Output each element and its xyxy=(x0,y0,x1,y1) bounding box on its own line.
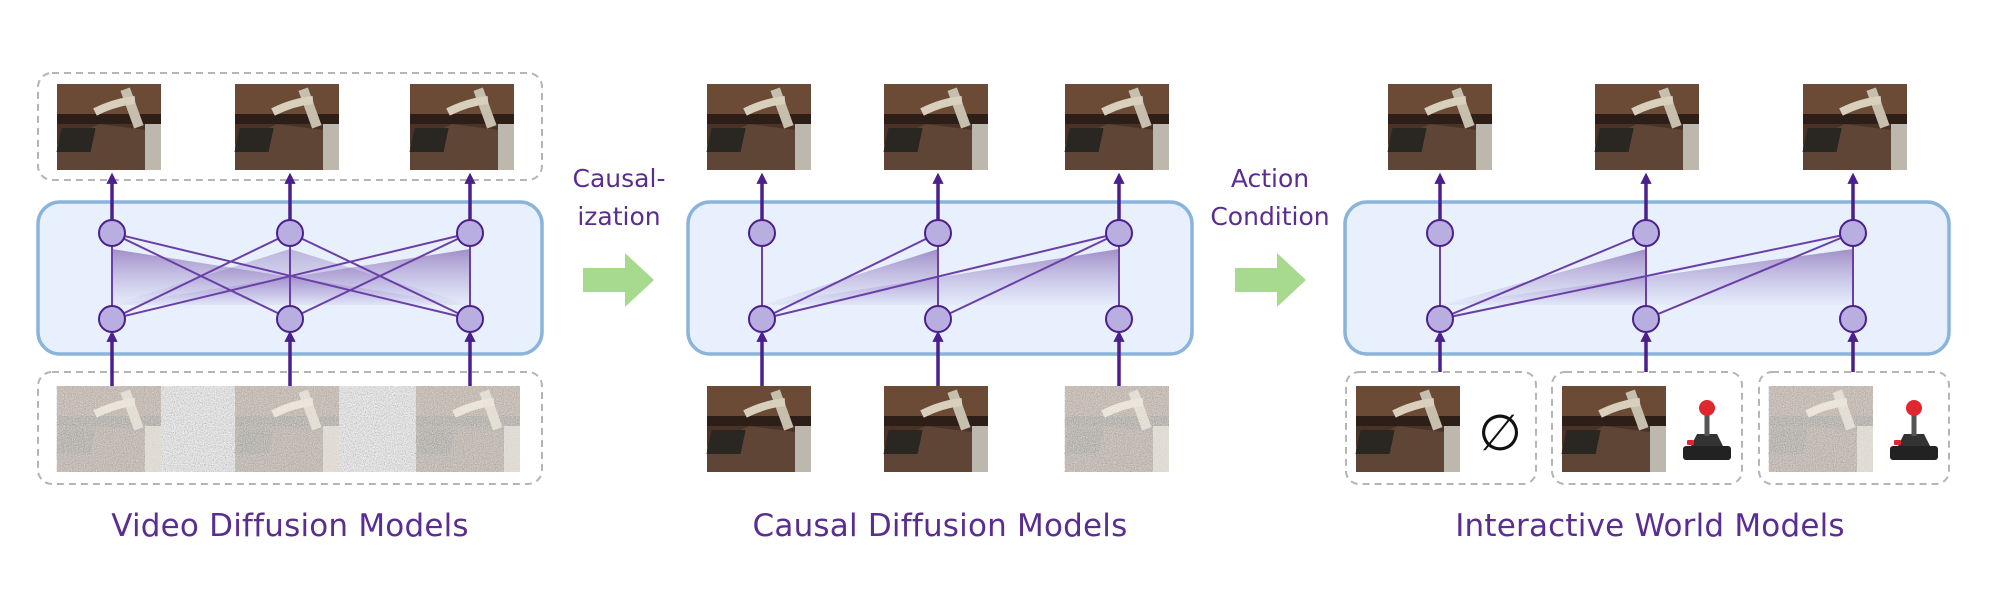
input-node xyxy=(924,305,952,333)
output-frame-3 xyxy=(1803,84,1907,170)
transition-arrow xyxy=(583,253,654,307)
input-node xyxy=(456,305,484,333)
input-node xyxy=(1426,305,1454,333)
input-node xyxy=(1839,305,1867,333)
input-node xyxy=(1632,305,1660,333)
output-node xyxy=(276,219,304,247)
output-frame-2 xyxy=(1595,84,1699,170)
joystick-icon xyxy=(1890,400,1938,460)
input-group-1 xyxy=(1345,371,1537,485)
output-node xyxy=(1105,219,1133,247)
transition-label-line: Condition xyxy=(1210,202,1330,231)
transition-label-line: Causal- xyxy=(572,164,666,193)
output-node xyxy=(1632,219,1660,247)
noisy-inputs-box xyxy=(37,371,543,485)
output-frame-2 xyxy=(235,84,339,170)
transition-label-line: ization xyxy=(577,202,661,231)
output-frame-1 xyxy=(1388,84,1492,170)
panel-title-causal-diffusion: Causal Diffusion Models xyxy=(752,508,1128,544)
input-node xyxy=(748,305,776,333)
output-frame-2 xyxy=(884,84,988,170)
input-group-3 xyxy=(1758,371,1950,485)
output-node xyxy=(98,219,126,247)
transition-label-causalization: Causal- ization xyxy=(556,160,682,236)
panel-video-diffusion xyxy=(36,72,544,485)
output-frame-3 xyxy=(410,84,514,170)
joystick-icon xyxy=(1683,400,1731,460)
input-frame-1 xyxy=(1356,386,1460,472)
output-frame-3 xyxy=(1065,84,1169,170)
input-node xyxy=(98,305,126,333)
output-node xyxy=(1426,219,1454,247)
output-node xyxy=(924,219,952,247)
input-group-2 xyxy=(1551,371,1743,485)
transition-arrow xyxy=(1235,253,1306,307)
input-frame-2 xyxy=(1562,386,1666,472)
panel-interactive-world: ∅ xyxy=(1343,84,1951,485)
output-node xyxy=(748,219,776,247)
panel-causal-diffusion xyxy=(686,84,1194,472)
output-node xyxy=(1839,219,1867,247)
output-frame-1 xyxy=(707,84,811,170)
input-frame-2 xyxy=(884,386,988,472)
output-frame-1 xyxy=(57,84,161,170)
panel-title-interactive-world: Interactive World Models xyxy=(1455,508,1845,544)
input-node xyxy=(1105,305,1133,333)
panel-title-video-diffusion: Video Diffusion Models xyxy=(111,508,469,544)
null-action-icon: ∅ xyxy=(1478,404,1522,462)
input-frame-1 xyxy=(707,386,811,472)
transition-label-line: Action xyxy=(1230,164,1310,193)
output-node xyxy=(456,219,484,247)
input-node xyxy=(276,305,304,333)
transition-label-action-condition: Action Condition xyxy=(1200,160,1340,236)
